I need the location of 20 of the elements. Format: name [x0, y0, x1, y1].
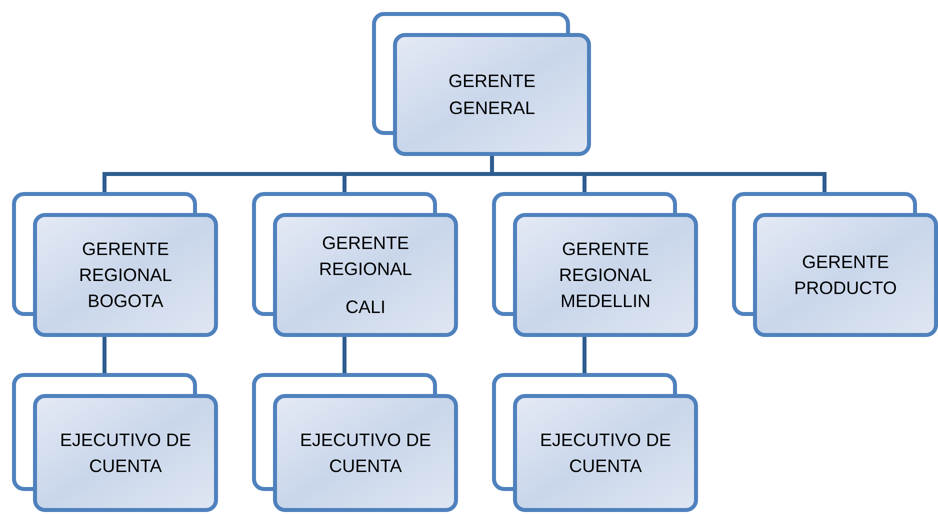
box-label: EJECUTIVO DE CUENTA: [58, 428, 192, 478]
box-label: GERENTE REGIONAL MEDELLIN: [558, 238, 654, 314]
connector-line: [342, 337, 346, 373]
org-chart-box: [12, 373, 218, 512]
box-label: GERENTE REGIONAL BOGOTA: [78, 238, 174, 314]
connector-line: [582, 337, 586, 373]
org-chart-box: [492, 192, 698, 337]
box-label: GERENTE GENERAL: [447, 70, 536, 120]
box-label: EJECUTIVO DE CUENTA: [298, 428, 432, 478]
org-chart-box: [732, 192, 938, 337]
org-chart-box: [372, 12, 591, 156]
org-chart-box: [252, 373, 458, 512]
box-label: GERENTE REGIONAL: [318, 232, 414, 281]
box-label: GERENTE PRODUCTO: [793, 250, 898, 300]
org-chart-box: [252, 192, 458, 337]
org-chart-box: [492, 373, 698, 512]
connector-line: [102, 337, 106, 373]
org-chart-box: [12, 192, 218, 337]
box-label: CALI: [345, 296, 386, 320]
box-label: EJECUTIVO DE CUENTA: [538, 428, 672, 478]
